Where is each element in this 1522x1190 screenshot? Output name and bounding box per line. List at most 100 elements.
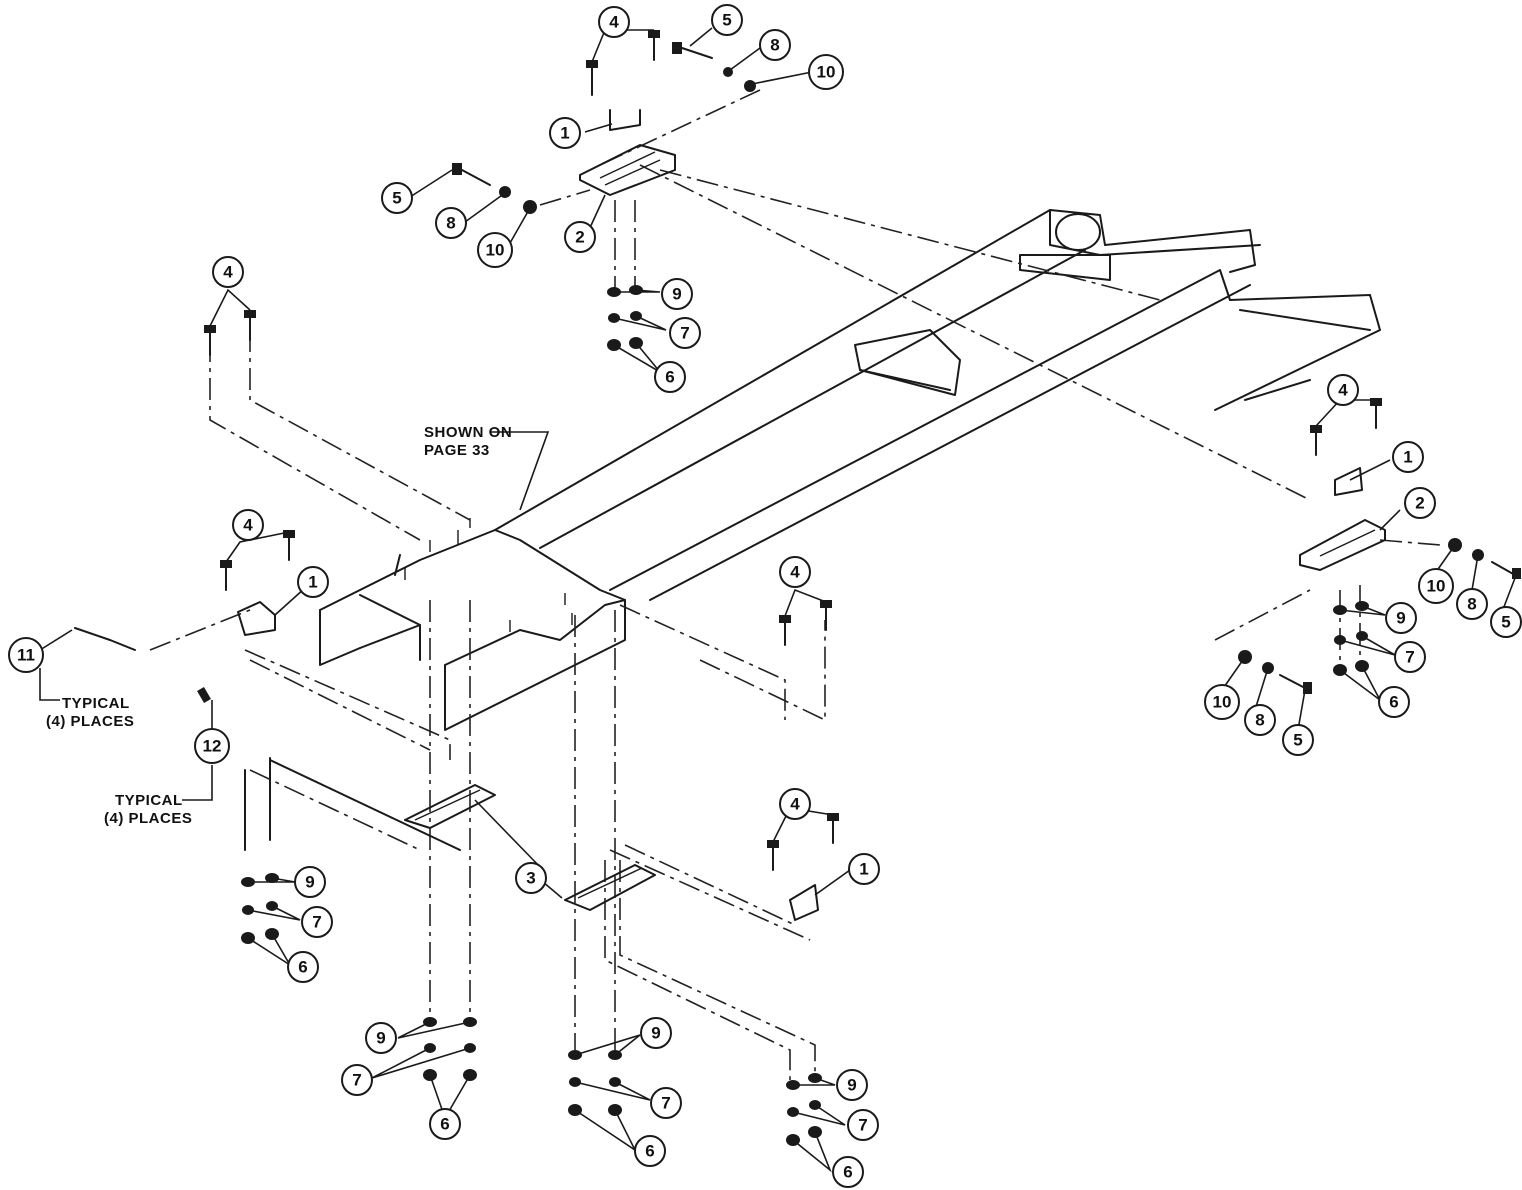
bolt-left-horizontal (452, 163, 491, 186)
svg-text:6: 6 (645, 1142, 654, 1161)
callout-balloon: 2 (564, 221, 596, 253)
bolt-top-right (648, 30, 660, 61)
callout-balloon: 4 (779, 556, 811, 588)
hardware (74, 30, 1521, 1146)
svg-text:4: 4 (223, 263, 233, 282)
svg-text:6: 6 (440, 1115, 449, 1134)
svg-text:12: 12 (203, 737, 222, 756)
callout-balloon: 6 (287, 951, 319, 983)
bolt-pair-left (220, 530, 295, 591)
svg-text:8: 8 (1255, 711, 1264, 730)
typical-note-12-line2: (4) PLACES (104, 810, 192, 827)
svg-text:2: 2 (1415, 494, 1424, 513)
svg-text:11: 11 (17, 646, 35, 665)
callout-balloon: 1 (549, 117, 581, 149)
callout-balloon: 8 (1244, 704, 1276, 736)
svg-text:4: 4 (609, 13, 619, 32)
callout-balloon: 9 (365, 1022, 397, 1054)
svg-text:7: 7 (680, 324, 689, 343)
brackets (237, 109, 1386, 921)
callout-balloon: 7 (669, 317, 701, 349)
svg-text:6: 6 (843, 1163, 852, 1182)
svg-text:7: 7 (661, 1094, 670, 1113)
svg-text:4: 4 (1338, 381, 1348, 400)
svg-text:4: 4 (790, 795, 800, 814)
leader-lines (39, 27, 1516, 1173)
svg-text:10: 10 (486, 241, 505, 260)
typical-note-11-line1: TYPICAL (62, 695, 130, 712)
svg-text:7: 7 (312, 913, 321, 932)
callout-balloon: 1 (848, 853, 880, 885)
callout-balloon: 6 (832, 1156, 864, 1188)
svg-text:1: 1 (560, 124, 569, 143)
svg-text:8: 8 (446, 214, 455, 233)
callout-balloon: 2 (1404, 487, 1436, 519)
callout-balloon: 10 (1204, 684, 1240, 720)
assembly-lines (149, 89, 1441, 1080)
shown-on-note-line1: SHOWN ON (424, 424, 512, 441)
callout-balloon: 5 (1490, 606, 1522, 638)
callout-balloon: 9 (294, 866, 326, 898)
callout-balloon: 10 (1418, 568, 1454, 604)
svg-text:9: 9 (305, 873, 314, 892)
svg-text:10: 10 (1427, 577, 1446, 596)
svg-text:5: 5 (392, 189, 401, 208)
bolt-pair-lower-right (767, 813, 839, 871)
bolt-top-left (586, 60, 598, 96)
svg-text:7: 7 (858, 1116, 867, 1135)
callout-balloon: 7 (650, 1087, 682, 1119)
callout-balloon: 8 (435, 207, 467, 239)
svg-text:2: 2 (575, 228, 584, 247)
svg-text:8: 8 (770, 36, 779, 55)
callout-balloon: 5 (1282, 724, 1314, 756)
callout-balloon: 5 (381, 182, 413, 214)
shown-on-note-line2: PAGE 33 (424, 442, 490, 459)
svg-text:7: 7 (352, 1071, 361, 1090)
callout-balloon: 4 (232, 509, 264, 541)
bolt-right-lower-horizontal (1279, 674, 1312, 694)
svg-text:4: 4 (790, 563, 800, 582)
callout-balloon: 4 (779, 788, 811, 820)
svg-text:9: 9 (651, 1024, 660, 1043)
callout-balloon: 11 (8, 637, 44, 673)
svg-text:7: 7 (1405, 648, 1414, 667)
bolt-pair-upper-left (204, 310, 256, 356)
callout-balloon: 1 (1392, 441, 1424, 473)
svg-text:8: 8 (1467, 595, 1476, 614)
svg-text:5: 5 (722, 11, 731, 30)
callout-balloon: 12 (194, 728, 230, 764)
callout-balloon: 6 (654, 361, 686, 393)
svg-text:9: 9 (376, 1029, 385, 1048)
callout-balloon: 7 (847, 1109, 879, 1141)
callout-balloon: 10 (477, 232, 513, 268)
callout-balloon: 9 (836, 1069, 868, 1101)
svg-text:6: 6 (1389, 693, 1398, 712)
callout-balloon: 7 (301, 906, 333, 938)
callout-balloon: 8 (759, 29, 791, 61)
callout-balloon: 4 (212, 256, 244, 288)
bolt-top-horizontal (672, 42, 713, 59)
bolt-pair-right (1310, 398, 1382, 456)
svg-text:6: 6 (665, 368, 674, 387)
main-frame (319, 209, 1381, 731)
bolt-pair-center (779, 600, 832, 646)
svg-text:1: 1 (1403, 448, 1412, 467)
svg-text:3: 3 (526, 869, 535, 888)
svg-text:1: 1 (308, 573, 317, 592)
svg-text:5: 5 (1501, 613, 1510, 632)
callout-balloon: 9 (1385, 602, 1417, 634)
svg-text:4: 4 (243, 516, 253, 535)
callout-balloon: 10 (808, 54, 844, 90)
callout-balloon: 3 (515, 862, 547, 894)
notes: SHOWN ON PAGE 33 TYPICAL (4) PLACES TYPI… (46, 424, 512, 827)
callout-balloon: 6 (1378, 686, 1410, 718)
callout-balloon: 1 (297, 566, 329, 598)
callout-balloon: 4 (1327, 374, 1359, 406)
callout-balloon: 7 (341, 1064, 373, 1096)
callout-balloon: 7 (1394, 641, 1426, 673)
callout-balloon: 6 (429, 1108, 461, 1140)
svg-text:5: 5 (1293, 731, 1302, 750)
callout-balloon: 9 (640, 1017, 672, 1049)
callout-balloon: 5 (711, 4, 743, 36)
